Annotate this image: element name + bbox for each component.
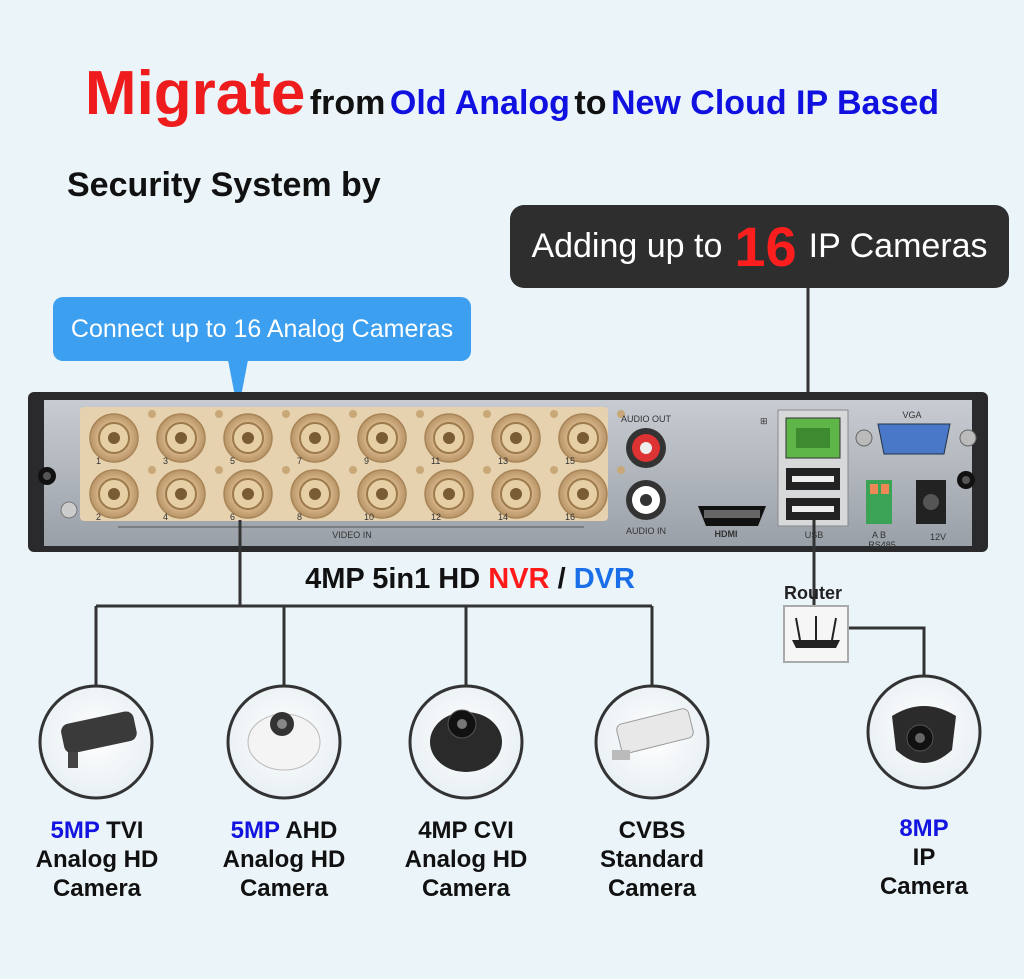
headline-migrate: Migrate	[84, 59, 306, 128]
bnc-port-number: 9	[364, 456, 369, 466]
device-title-prefix: 4MP 5in1 HD	[305, 563, 481, 595]
bnc-port-number: 12	[431, 512, 441, 522]
device-nvr: NVR	[488, 563, 550, 595]
bnc-port: 1	[89, 410, 156, 466]
bnc-port: 5	[223, 410, 290, 466]
bnc-port: 15	[558, 410, 625, 466]
camera-label-line3: Camera	[421, 875, 511, 902]
device-slash: /	[557, 563, 566, 595]
bnc-port: 14	[491, 466, 558, 522]
svg-text:VGA: VGA	[902, 410, 921, 420]
camera-tvi	[38, 684, 154, 800]
svg-text:12V: 12V	[930, 532, 946, 542]
camera-cvi	[408, 684, 524, 800]
analog-cameras-callout: Connect up to 16 Analog Cameras	[53, 297, 471, 361]
camera-label-tvi: 5MP TVI Analog HD Camera	[2, 816, 192, 903]
camera-label-line1: CVBS	[618, 817, 686, 844]
bnc-port: 10	[357, 466, 424, 522]
ip-callout-suffix: IP Cameras	[808, 227, 988, 265]
svg-text:AUDIO OUT: AUDIO OUT	[621, 414, 672, 424]
camera-label-line1: 4MP CVI	[418, 817, 514, 844]
bnc-port-number: 8	[297, 512, 302, 522]
router-label: Router	[784, 583, 842, 603]
bnc-port-number: 16	[565, 512, 575, 522]
svg-text:⊞: ⊞	[760, 416, 768, 426]
router-icon	[783, 605, 849, 663]
headline-old-analog: Old Analog	[389, 84, 570, 122]
camera-label-cvi: 4MP CVI Analog HD Camera	[371, 816, 561, 903]
svg-text:HDMI: HDMI	[715, 529, 738, 539]
bnc-port-number: 7	[297, 456, 302, 466]
video-in-label: VIDEO IN	[332, 530, 372, 540]
bnc-port-number: 10	[364, 512, 374, 522]
camera-label-line3: Camera	[52, 875, 142, 902]
headline: Migrate from Old Analog to New Cloud IP …	[0, 58, 1024, 129]
ip-callout-prefix: Adding up to	[531, 227, 723, 265]
svg-text:A B: A B	[872, 530, 886, 540]
camera-label-line2: Analog HD	[35, 846, 159, 873]
camera-cvbs	[594, 684, 710, 800]
camera-label-line2: Analog HD	[404, 846, 528, 873]
analog-callout-pointer	[228, 360, 248, 412]
camera-label-highlight: 5MP	[230, 817, 280, 844]
svg-text:AUDIO IN: AUDIO IN	[626, 526, 666, 536]
headline-new-cloud: New Cloud IP Based	[610, 84, 940, 122]
bnc-port-number: 3	[163, 456, 168, 466]
analog-connection-lines	[94, 520, 654, 690]
camera-label-line3: Camera	[239, 875, 329, 902]
bnc-port-number: 5	[230, 456, 235, 466]
ip-callout-number: 16	[734, 215, 797, 278]
bnc-port-number: 11	[431, 456, 440, 466]
bnc-port: 11	[424, 410, 491, 466]
device-dvr: DVR	[573, 563, 635, 595]
bnc-port: 2	[89, 466, 156, 522]
camera-label-line2: Analog HD	[222, 846, 346, 873]
bnc-port: 9	[357, 410, 424, 466]
camera-label-line1: AHD	[279, 817, 338, 844]
camera-label-cvbs: CVBS Standard Camera	[557, 816, 747, 903]
bnc-port: 12	[424, 466, 491, 522]
bnc-port: 13	[491, 410, 558, 466]
camera-label-highlight: 8MP	[899, 815, 949, 842]
bnc-port-number: 6	[230, 512, 235, 522]
bnc-port: 4	[156, 466, 223, 522]
bnc-port-number: 15	[565, 456, 575, 466]
camera-label-ip: 8MP IP Camera	[829, 814, 1019, 901]
bnc-port: 3	[156, 410, 223, 466]
headline-to: to	[574, 84, 607, 122]
bnc-port-number: 4	[163, 512, 168, 522]
headline-from: from	[309, 84, 386, 122]
camera-label-line1: TVI	[99, 817, 144, 844]
bnc-port-number: 13	[498, 456, 508, 466]
camera-label-line3: Camera	[607, 875, 697, 902]
device-title: 4MP 5in1 HD NVR / DVR	[0, 563, 940, 596]
svg-text:RS485: RS485	[868, 540, 896, 550]
bnc-port: 16	[558, 466, 625, 522]
camera-label-line3: Camera	[879, 873, 969, 900]
camera-label-line2: IP	[912, 844, 936, 871]
subhead: Security System by	[67, 166, 381, 204]
bnc-port-number: 14	[498, 512, 508, 522]
bnc-port: 6	[223, 466, 290, 522]
camera-ahd	[226, 684, 342, 800]
bnc-port: 8	[290, 466, 357, 522]
bnc-port: 7	[290, 410, 357, 466]
bnc-port-number: 2	[96, 512, 101, 522]
camera-label-ahd: 5MP AHD Analog HD Camera	[189, 816, 379, 903]
camera-ip	[866, 674, 982, 790]
ip-cameras-callout: Adding up to 16 IP Cameras	[510, 205, 1009, 288]
ip-connection-lines	[812, 520, 926, 676]
camera-label-highlight: 5MP	[50, 817, 100, 844]
camera-label-line2: Standard	[599, 846, 704, 873]
bnc-port-number: 1	[96, 456, 101, 466]
